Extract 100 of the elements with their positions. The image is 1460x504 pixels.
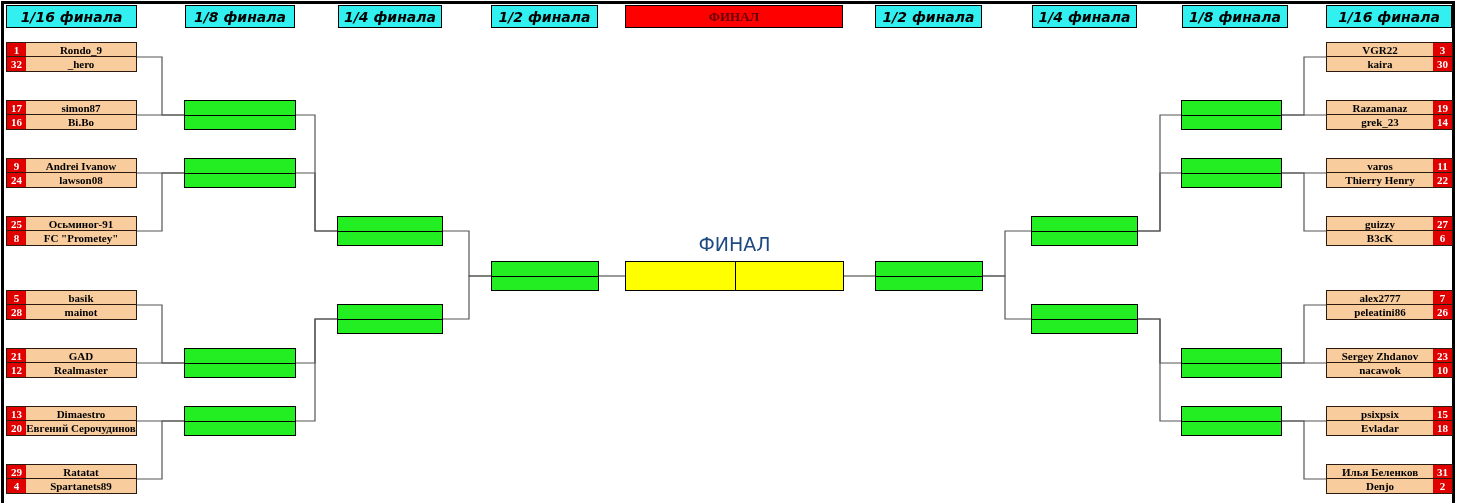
match-box bbox=[6, 42, 137, 72]
match-box bbox=[1326, 348, 1453, 378]
match-box bbox=[6, 464, 137, 494]
bracket-line bbox=[598, 275, 626, 277]
bracket-line bbox=[1281, 362, 1327, 364]
player-name: Евгений Серочудинов bbox=[26, 421, 136, 435]
match-box bbox=[6, 290, 137, 320]
bracket-line bbox=[1281, 420, 1327, 480]
player-name: lawson08 bbox=[58, 173, 104, 187]
round-header: 1/4 финала bbox=[1032, 5, 1137, 28]
seed-number: 17 bbox=[7, 101, 26, 115]
round-header: 1/16 финала bbox=[1326, 5, 1452, 28]
player-name: Andrei Ivanow bbox=[26, 159, 136, 173]
match-box bbox=[1326, 216, 1453, 246]
player-name: Spartanets89 bbox=[49, 479, 113, 493]
round-header: 1/8 финала bbox=[1182, 5, 1288, 28]
seed-number: 16 bbox=[7, 115, 26, 129]
bracket-line bbox=[295, 172, 338, 232]
seed-number: 24 bbox=[7, 173, 26, 187]
bracket-line bbox=[136, 362, 185, 364]
player-name: Evladar bbox=[1360, 421, 1400, 435]
match-box bbox=[491, 261, 599, 291]
bracket-line bbox=[1137, 172, 1182, 232]
player-name: Ratatat bbox=[26, 465, 136, 479]
player-name: kaira bbox=[1366, 57, 1394, 71]
player-name: simon87 bbox=[26, 101, 136, 115]
match-box bbox=[1326, 406, 1453, 436]
match-box bbox=[1326, 42, 1453, 72]
match-box bbox=[1181, 348, 1282, 378]
seed-number: 7 bbox=[1433, 291, 1452, 305]
match-box bbox=[184, 100, 296, 130]
seed-number: 27 bbox=[1433, 217, 1452, 231]
seed-number: 13 bbox=[7, 407, 26, 421]
match-box bbox=[337, 304, 443, 334]
match-box bbox=[1326, 290, 1453, 320]
match-box bbox=[6, 216, 137, 246]
seed-number: 9 bbox=[7, 159, 26, 173]
player-name: FC "Prometey" bbox=[42, 231, 120, 245]
seed-number: 15 bbox=[1433, 407, 1452, 421]
bracket-line bbox=[136, 172, 185, 232]
round-header: 1/8 финала bbox=[185, 5, 295, 28]
player-name: mainot bbox=[63, 305, 99, 319]
match-box bbox=[1181, 100, 1282, 130]
match-box bbox=[1326, 100, 1453, 130]
seed-number: 20 bbox=[7, 421, 26, 435]
seed-number: 6 bbox=[1433, 231, 1452, 245]
bracket-line bbox=[982, 275, 1032, 320]
match-box bbox=[1181, 406, 1282, 436]
match-box bbox=[337, 216, 443, 246]
seed-number: 21 bbox=[7, 349, 26, 363]
bracket-line bbox=[442, 275, 492, 320]
seed-number: 22 bbox=[1433, 173, 1452, 187]
player-name: B3cK bbox=[1365, 231, 1395, 245]
seed-number: 2 bbox=[1433, 479, 1452, 493]
match-box bbox=[1326, 464, 1453, 494]
player-name: basik bbox=[26, 291, 136, 305]
match-box bbox=[6, 158, 137, 188]
player-name: Denjo bbox=[1364, 479, 1396, 493]
round-header: 1/4 финала bbox=[338, 5, 442, 28]
seed-number: 5 bbox=[7, 291, 26, 305]
final-heading: ФИНАЛ bbox=[697, 233, 772, 255]
match-box bbox=[6, 348, 137, 378]
player-name: Realmaster bbox=[53, 363, 109, 377]
bracket-line bbox=[136, 420, 185, 480]
player-name: nacawok bbox=[1358, 363, 1402, 377]
seed-number: 11 bbox=[1433, 159, 1452, 173]
player-name: peleatini86 bbox=[1353, 305, 1407, 319]
seed-number: 1 bbox=[7, 43, 26, 57]
player-name: Rondo_9 bbox=[26, 43, 136, 57]
player-name: GAD bbox=[26, 349, 136, 363]
bracket-line bbox=[136, 114, 185, 116]
seed-number: 26 bbox=[1433, 305, 1452, 319]
round-header: 1/16 финала bbox=[6, 5, 137, 28]
player-name: Thierry Henry bbox=[1344, 173, 1416, 187]
match-box bbox=[875, 261, 983, 291]
seed-number: 12 bbox=[7, 363, 26, 377]
bracket-line bbox=[1137, 318, 1182, 422]
bracket-line bbox=[843, 275, 876, 277]
seed-number: 18 bbox=[1433, 421, 1452, 435]
round-header: 1/2 финала bbox=[875, 5, 982, 28]
seed-number: 14 bbox=[1433, 115, 1452, 129]
round-header: 1/2 финала bbox=[491, 5, 598, 28]
seed-number: 10 bbox=[1433, 363, 1452, 377]
match-box bbox=[6, 100, 137, 130]
seed-number: 25 bbox=[7, 217, 26, 231]
final-round-header: ФИНАЛ bbox=[625, 5, 843, 28]
match-box bbox=[1326, 158, 1453, 188]
player-name: Осьминог-91 bbox=[26, 217, 136, 231]
bracket-line bbox=[1281, 172, 1327, 232]
match-box bbox=[184, 348, 296, 378]
player-name: grek_23 bbox=[1360, 115, 1400, 129]
seed-number: 3 bbox=[1433, 43, 1452, 57]
seed-number: 32 bbox=[7, 57, 26, 71]
match-box bbox=[6, 406, 137, 436]
seed-number: 28 bbox=[7, 305, 26, 319]
seed-number: 23 bbox=[1433, 349, 1452, 363]
bracket-line bbox=[1281, 114, 1327, 116]
match-box bbox=[1031, 304, 1138, 334]
seed-number: 19 bbox=[1433, 101, 1452, 115]
match-box bbox=[184, 406, 296, 436]
